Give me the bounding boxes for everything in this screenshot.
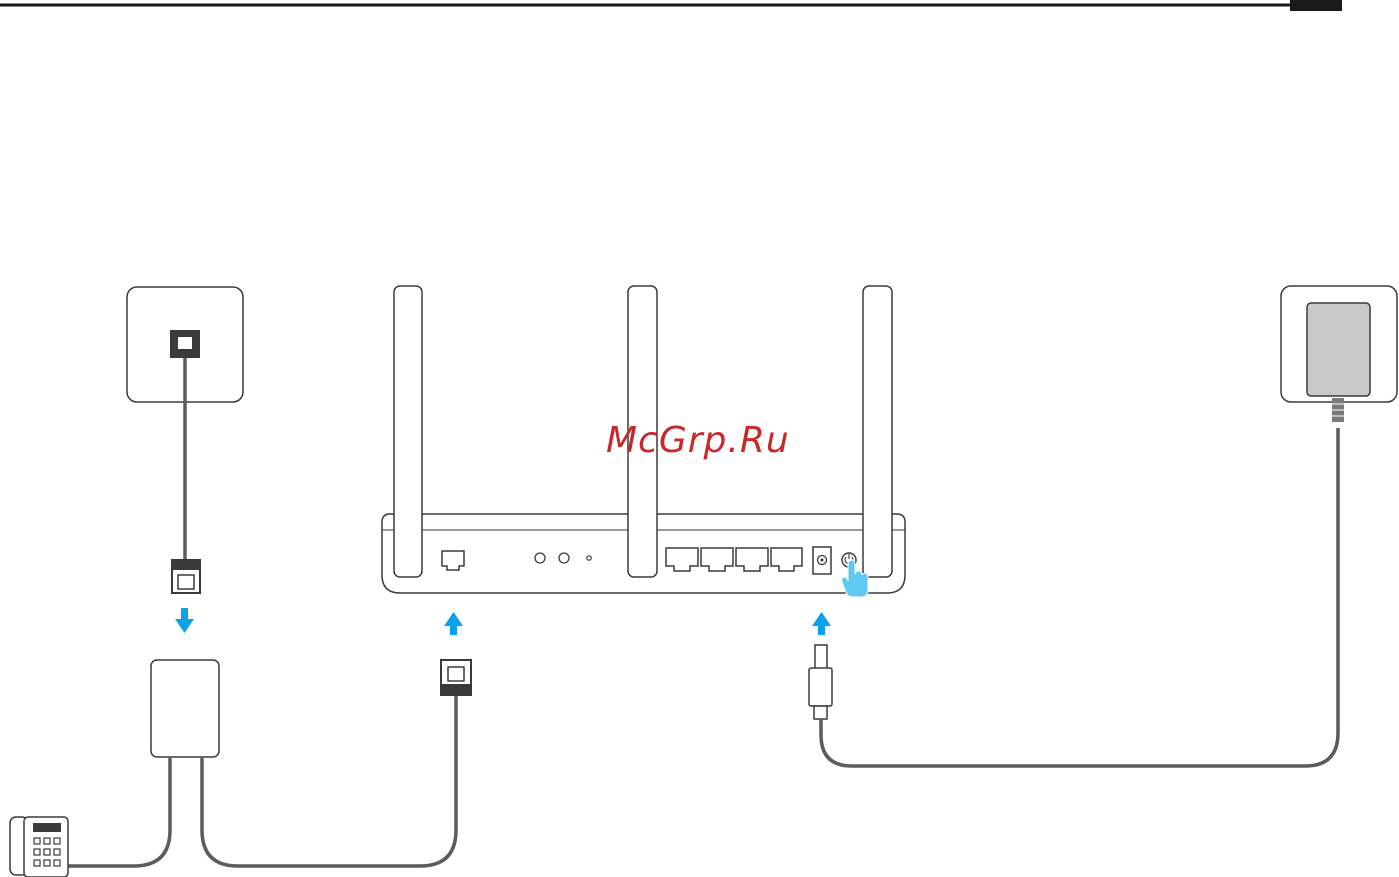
reset-hole bbox=[587, 556, 591, 560]
power-jack bbox=[813, 547, 831, 574]
rj11-plug-top bbox=[172, 560, 200, 593]
adsl-splitter bbox=[151, 660, 219, 757]
watermark-text: McGrp.Ru bbox=[606, 420, 790, 461]
antenna-left bbox=[394, 286, 422, 577]
telephone-keypad bbox=[34, 838, 60, 866]
arrow-up-icon bbox=[812, 612, 831, 635]
wifi-button bbox=[559, 553, 569, 563]
header-rule bbox=[0, 0, 1342, 11]
rj11-plug-router bbox=[441, 660, 471, 695]
power-adapter-in-outlet bbox=[1281, 286, 1397, 422]
dsl-cable bbox=[202, 695, 456, 866]
power-cable bbox=[821, 428, 1338, 766]
wps-button bbox=[535, 553, 545, 563]
antenna-right bbox=[863, 286, 892, 577]
arrow-up-icon bbox=[444, 612, 463, 635]
power-adapter bbox=[1307, 303, 1370, 396]
telephone-cable bbox=[62, 757, 170, 866]
adapter-cable-strain-relief bbox=[1332, 398, 1344, 422]
telephone-display bbox=[33, 823, 61, 832]
dc-power-plug bbox=[809, 645, 832, 719]
arrow-down-icon bbox=[175, 608, 194, 633]
header-bar bbox=[1290, 0, 1342, 11]
telephone bbox=[10, 817, 68, 877]
